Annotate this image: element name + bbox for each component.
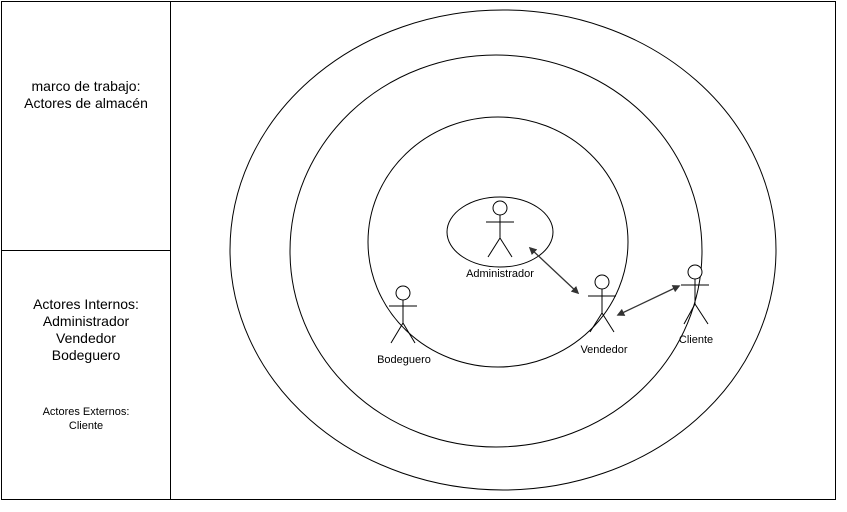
frame-title-line-1: marco de trabajo:	[31, 78, 141, 94]
actor-administrador[interactable]: Administrador	[466, 200, 534, 280]
actor-label-bodeguero: Bodeguero	[377, 354, 431, 366]
internal-actors-heading: Actores Internos:	[33, 296, 139, 312]
actor-vendedor[interactable]: Vendedor	[580, 274, 628, 356]
stick-figure-icon	[389, 285, 417, 344]
stick-figure-icon	[588, 274, 616, 333]
stick-figure-icon	[681, 264, 709, 325]
actor-label-cliente: Cliente	[679, 334, 713, 346]
actor-cliente[interactable]: Cliente	[679, 264, 713, 346]
middle-ring	[289, 54, 703, 448]
inner-ring	[367, 116, 629, 368]
internal-actor-item: Vendedor	[56, 330, 116, 346]
arrow-vendedor-cliente	[616, 285, 681, 316]
frame-title: marco de trabajo: Actores de almacén	[2, 78, 170, 112]
external-actor-item: Cliente	[68, 420, 104, 432]
stick-figure-icon	[486, 200, 514, 258]
outer-ring	[229, 9, 777, 491]
frame-title-line-2: Actores de almacén	[24, 95, 148, 111]
actor-bodeguero[interactable]: Bodeguero	[377, 285, 431, 366]
internal-actor-item: Administrador	[42, 313, 130, 329]
actor-label-vendedor: Vendedor	[580, 344, 627, 356]
core-ellipse	[446, 196, 554, 268]
arrow-administrador-vendedor	[528, 246, 580, 295]
external-actors-list: Actores Externos: Cliente	[2, 405, 170, 433]
external-actors-heading: Actores Externos:	[42, 406, 130, 418]
internal-actor-item: Bodeguero	[51, 347, 121, 363]
internal-actors-list: Actores Internos: Administrador Vendedor…	[2, 296, 170, 364]
actor-label-administrador: Administrador	[466, 268, 534, 280]
